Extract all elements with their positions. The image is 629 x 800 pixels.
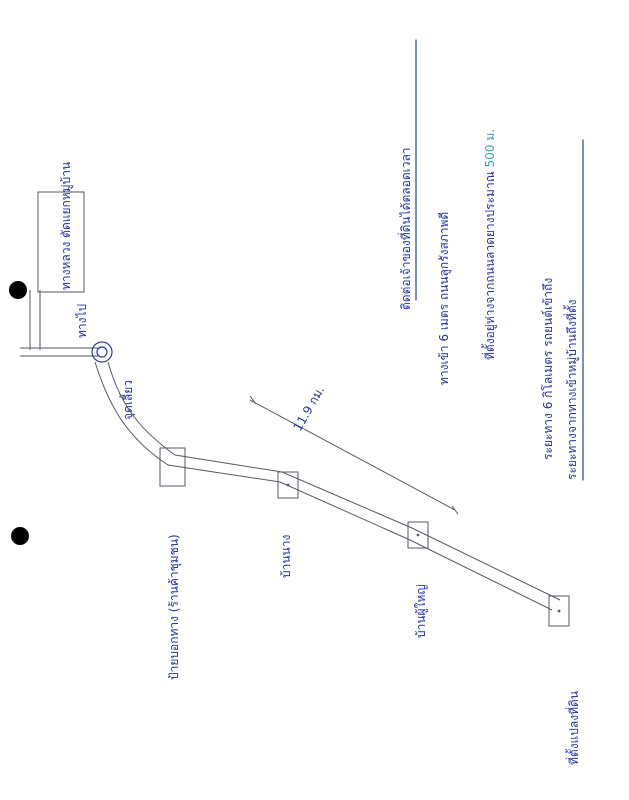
start-sublabel: ทางไป [75,304,89,338]
distance-tick-start [249,395,257,405]
road-start: ทางหลวง ตัดแยกหมู่บ้าน ทางไป [20,162,100,357]
distance-tick-end [451,505,459,515]
note-line-4: ทางเข้า 6 เมตร ถนนลูกรังสภาพดี [437,212,452,385]
waypoint-dot-2 [286,483,290,487]
curve-marker-outer [91,341,113,363]
note-line-1: ระยะทางจากทางเข้าหมู่บ้านถึงที่ตั้ง [563,299,580,480]
road-edge-upper [94,361,553,611]
waypoint-label-3: บ้านผู้ใหญ่ [414,584,429,638]
road-path [94,361,561,611]
waypoint-dot-3 [416,533,420,537]
note-line-2: ระยะทาง 6 กิโลเมตร รถยนต์เข้าถึง [541,278,555,460]
waypoint-box-4 [548,595,570,627]
waypoint-node-4: ที่ตั้งแปลงที่ดิน [548,595,581,765]
notes-block: ระยะทางจากทางเข้าหมู่บ้านถึงที่ตั้ง ระยะ… [397,39,584,481]
curve-marker-inner [96,346,108,358]
distance-label: 11.9 กม. [290,384,327,434]
waypoint-node-3: บ้านผู้ใหญ่ [407,521,429,638]
waypoint-box-1 [159,447,186,487]
punch-hole-bottom [11,527,29,545]
road-edge-lower [107,361,561,601]
curve-label: จุดเลี้ยว [119,380,136,420]
distance-line [249,399,456,511]
punch-hole-top [9,281,27,299]
start-label: ทางหลวง ตัดแยกหมู่บ้าน [59,162,74,290]
distance-measure: 11.9 กม. [249,384,459,515]
waypoint-label-4: ที่ตั้งแปลงที่ดิน [565,691,581,765]
note-line-5: ติดต่อเจ้าของที่ดินได้ตลอดเวลา [397,147,413,310]
waypoint-label-2: บ้านนาง [279,535,293,578]
waypoint-box-3 [407,521,429,549]
waypoint-label-1: ป้ายบอกทาง (ร้านค้าชุมชน) [167,534,182,680]
start-label-box [37,191,85,293]
note-line-3: ที่ตั้งอยู่ห่างจากถนนลาดยางประมาณ 500 ม. [481,129,498,360]
curve-marker: จุดเลี้ยว [91,341,136,420]
waypoint-node-1: ป้ายบอกทาง (ร้านค้าชุมชน) [159,447,186,680]
waypoint-dot-4 [557,609,561,613]
waypoint-node-2: บ้านนาง [277,471,299,578]
waypoint-box-2 [277,471,299,499]
